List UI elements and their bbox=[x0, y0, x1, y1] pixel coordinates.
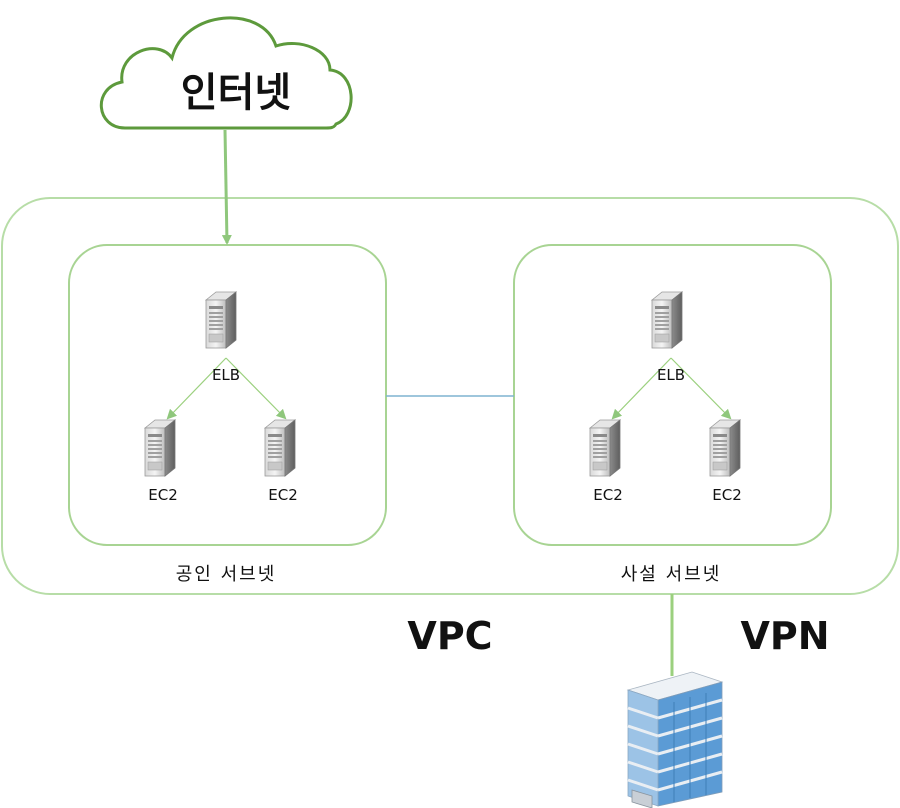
ec2-server-icon bbox=[589, 419, 621, 477]
public-subnet-label: 공인 서브넷 bbox=[175, 564, 277, 585]
elb-server-icon bbox=[651, 291, 683, 349]
elb-to-ec2-arrow bbox=[166, 357, 227, 420]
vpc-label: VPC bbox=[407, 614, 493, 658]
public-ec2-left-label: EC2 bbox=[148, 486, 178, 504]
public-elb-label: ELB bbox=[211, 366, 241, 384]
internet-cloud-icon bbox=[99, 16, 353, 130]
vpn-label: VPN bbox=[740, 614, 830, 658]
elb-to-ec2-arrow bbox=[670, 357, 732, 420]
internet-label: 인터넷 bbox=[180, 70, 292, 116]
private-ec2-left-label: EC2 bbox=[593, 486, 623, 504]
ec2-server-icon bbox=[709, 419, 741, 477]
elb-server-icon bbox=[205, 291, 237, 349]
vpc-boundary bbox=[1, 197, 899, 595]
ec2-server-icon bbox=[264, 419, 296, 477]
private-ec2-right-label: EC2 bbox=[712, 486, 742, 504]
elb-to-ec2-arrow bbox=[225, 357, 287, 420]
private-subnet-label: 사설 서브넷 bbox=[620, 564, 722, 585]
public-ec2-right-label: EC2 bbox=[268, 486, 298, 504]
public-subnet-box bbox=[68, 244, 387, 546]
private-elb-label: ELB bbox=[656, 366, 686, 384]
elb-to-ec2-arrow bbox=[611, 357, 672, 420]
internet-to-subnet-arrow bbox=[221, 129, 232, 245]
private-subnet-box bbox=[513, 244, 832, 546]
office-building-icon bbox=[626, 671, 724, 808]
ec2-server-icon bbox=[144, 419, 176, 477]
